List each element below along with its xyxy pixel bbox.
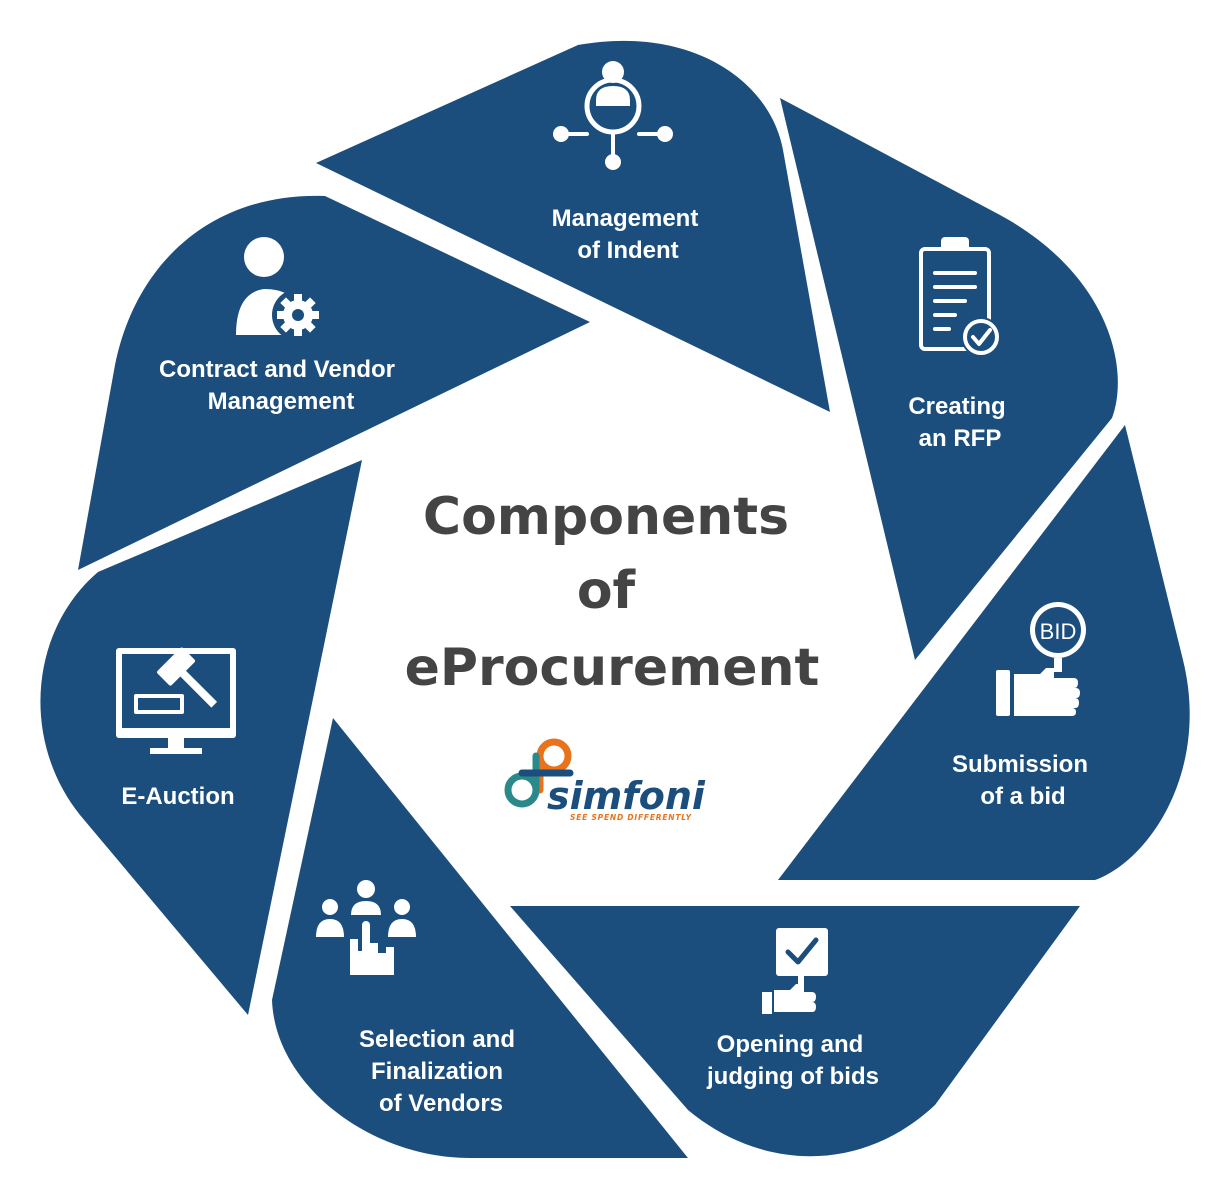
- simfoni-logo: simfoni SEE SPEND DIFFERENTLY: [504, 738, 706, 822]
- segment-label-line: Contract and Vendor: [159, 356, 395, 383]
- title-line-3: eProcurement: [405, 638, 820, 698]
- bid-paddle-icon: BID: [996, 602, 1086, 716]
- gavel-monitor-icon: [116, 647, 236, 754]
- segment-creating-an-rfp: Creating an RFP: [780, 98, 1118, 660]
- title-line-1: Components: [423, 487, 789, 547]
- segment-e-auction: E-Auction: [40, 460, 362, 1015]
- segment-label-line: Management: [208, 388, 355, 415]
- simfoni-logo-tagline: SEE SPEND DIFFERENTLY: [570, 813, 693, 822]
- bid-paddle-text: BID: [1040, 619, 1077, 644]
- segment-label-line: of Indent: [577, 237, 678, 264]
- simfoni-logo-name: simfoni: [547, 774, 706, 818]
- title-line-2: of: [577, 561, 637, 621]
- segment-contract-and-vendor-management: Contract and Vendor Management: [78, 195, 590, 571]
- segment-label-line: Opening and: [717, 1031, 864, 1058]
- segment-label-line: judging of bids: [706, 1063, 879, 1090]
- user-gear-icon: [236, 237, 324, 341]
- checkmark-sign-icon: [762, 928, 828, 1014]
- segment-label-line: an RFP: [919, 425, 1002, 452]
- segment-label-line: of a bid: [980, 783, 1065, 810]
- segment-label-line: of Vendors: [379, 1090, 503, 1117]
- segment-label-line: E-Auction: [121, 783, 234, 810]
- segment-label-line: Creating: [908, 393, 1005, 420]
- segment-label-line: Management: [552, 205, 699, 232]
- user-network-icon: [553, 61, 673, 170]
- segment-label-line: Selection and: [359, 1026, 515, 1053]
- clipboard-check-icon: [919, 237, 1001, 357]
- people-select-icon: [316, 880, 416, 975]
- simfoni-logo-mark: [504, 738, 574, 808]
- segment-management-of-indent: Management of Indent: [316, 40, 830, 413]
- center-title: Components of eProcurement: [405, 487, 820, 698]
- segment-opening-and-judging-of-bids: Opening and judging of bids: [510, 906, 1080, 1157]
- segment-label-line: Finalization: [371, 1058, 503, 1085]
- segment-submission-of-a-bid: BID Submission of a bid: [778, 425, 1190, 880]
- segment-label-line: Submission: [952, 751, 1088, 778]
- segment-selection-and-finalization-of-vendors: Selection and Finalization of Vendors: [272, 718, 688, 1158]
